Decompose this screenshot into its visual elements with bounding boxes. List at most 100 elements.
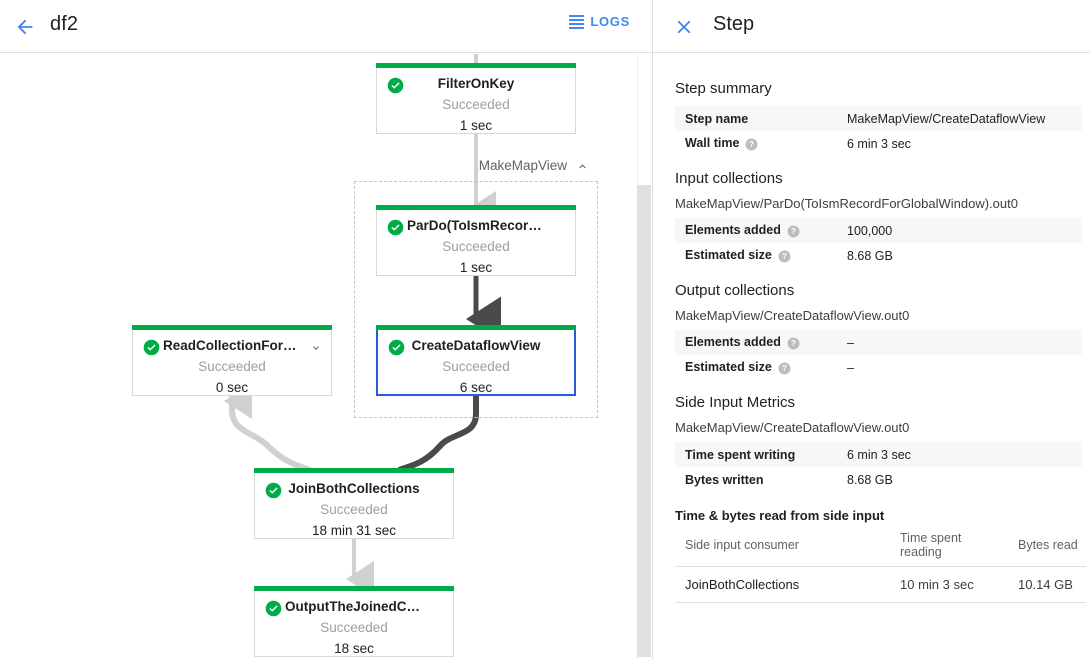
cell-time-spent-reading: 10 min 3 sec (890, 566, 1008, 603)
column-header-time-spent-reading: Time spent reading (890, 527, 1008, 567)
table-row: Elements added? 100,000 (675, 218, 1082, 243)
row-value: – (847, 360, 854, 375)
row-key: Elements added? (675, 218, 845, 243)
svg-text:?: ? (791, 227, 796, 236)
chevron-down-icon[interactable] (310, 341, 322, 353)
check-circle-icon (387, 219, 404, 236)
table-row: Step name MakeMapView/CreateDataflowView (675, 106, 1082, 131)
table-row: Time spent writing 6 min 3 sec (675, 442, 1082, 467)
job-header: df2 LOGS (0, 0, 652, 53)
help-icon[interactable]: ? (745, 138, 758, 151)
row-key: Time spent writing (675, 442, 845, 467)
input-collection-name: MakeMapView/ParDo(ToIsmRecordForGlobalWi… (675, 196, 1018, 211)
chevron-up-icon[interactable] (576, 160, 589, 173)
section-heading-side-input-metrics: Side Input Metrics (675, 394, 796, 411)
check-circle-icon (265, 482, 282, 499)
section-heading-output-collections: Output collections (675, 282, 795, 299)
graph-node-read-collection-for-join[interactable]: ReadCollectionForJoin Succeeded 0 sec (132, 325, 332, 396)
page-title: df2 (50, 13, 79, 35)
help-icon[interactable]: ? (787, 337, 800, 350)
node-name: JoinBothCollections (288, 481, 420, 496)
graph-node-filter-on-key[interactable]: FilterOnKey Succeeded 1 sec (376, 63, 576, 134)
step-panel-title: Step (713, 13, 755, 35)
job-graph-pane: df2 LOGS (0, 0, 653, 660)
table-row[interactable]: JoinBothCollections 10 min 3 sec 10.14 G… (675, 566, 1086, 603)
input-collections-table: Elements added? 100,000 Estimated size? … (675, 218, 1082, 268)
svg-text:?: ? (782, 252, 787, 261)
check-circle-icon (387, 77, 404, 94)
row-value: MakeMapView/CreateDataflowView (845, 106, 1082, 131)
side-input-collection-name: MakeMapView/CreateDataflowView.out0 (675, 420, 910, 435)
side-input-read-table: Side input consumer Time spent reading B… (675, 527, 1086, 603)
column-header-side-input-consumer: Side input consumer (675, 527, 890, 567)
graph-node-pardo-toismrecordfor[interactable]: ParDo(ToIsmRecordFor… Succeeded 1 sec (376, 205, 576, 276)
cell-side-input-consumer: JoinBothCollections (675, 566, 890, 603)
node-time: 1 sec (459, 118, 493, 133)
row-key-label: Elements added (685, 335, 781, 350)
node-status: Succeeded (320, 502, 388, 517)
graph-node-join-both-collections[interactable]: JoinBothCollections Succeeded 18 min 31 … (254, 468, 454, 539)
check-circle-icon (143, 339, 160, 356)
group-label: MakeMapView (478, 158, 567, 173)
cell-bytes-read: 10.14 GB (1008, 566, 1086, 603)
graph-group-makemapview[interactable]: MakeMapView (354, 158, 598, 418)
row-value: – (845, 330, 1082, 355)
arrow-left-icon[interactable] (10, 12, 40, 42)
help-icon[interactable]: ? (778, 362, 791, 375)
table-header-row: Side input consumer Time spent reading B… (675, 527, 1086, 567)
row-value: 6 min 3 sec (847, 136, 911, 151)
node-status: Succeeded (198, 359, 266, 374)
node-name: ReadCollectionForJoin (163, 338, 311, 353)
node-status: Succeeded (442, 97, 510, 112)
output-collections-table: Elements added? – Estimated size? – (675, 330, 1082, 380)
node-time: 18 sec (334, 641, 374, 656)
logs-button-label: LOGS (590, 14, 630, 29)
section-heading-step-summary: Step summary (675, 80, 772, 97)
section-heading-input-collections: Input collections (675, 170, 783, 187)
side-input-metrics-table: Time spent writing 6 min 3 sec Bytes wri… (675, 442, 1082, 492)
row-key-label: Estimated size (685, 248, 772, 263)
row-key: Elements added? (675, 330, 845, 355)
node-status-bar (376, 63, 576, 68)
step-summary-table: Step name MakeMapView/CreateDataflowView… (675, 106, 1082, 156)
side-input-read-heading: Time & bytes read from side input (675, 508, 885, 523)
close-icon[interactable] (670, 13, 698, 41)
row-value: 6 min 3 sec (845, 442, 1082, 467)
node-name: ParDo(ToIsmRecordFor… (407, 218, 572, 233)
help-icon[interactable]: ? (778, 250, 791, 263)
table-row: Estimated size? – (675, 355, 1082, 380)
node-time: 6 sec (459, 380, 493, 395)
node-time: 1 sec (459, 260, 493, 275)
row-value: 8.68 GB (847, 472, 893, 487)
output-collection-name: MakeMapView/CreateDataflowView.out0 (675, 308, 910, 323)
step-details-pane: Step Step summary Step name MakeMapView/… (653, 0, 1090, 660)
check-circle-icon (265, 600, 282, 617)
step-panel-header: Step (653, 0, 1090, 53)
node-name: CreateDataflowView (411, 338, 541, 353)
node-status-bar (376, 325, 576, 330)
job-graph-canvas[interactable]: MakeMapView FilterOnKey Succeeded 1 sec (0, 54, 652, 660)
row-value: 8.68 GB (847, 248, 893, 263)
table-row: Estimated size? 8.68 GB (675, 243, 1082, 268)
graph-node-create-dataflow-view[interactable]: CreateDataflowView Succeeded 6 sec (376, 325, 576, 396)
help-icon[interactable]: ? (787, 225, 800, 238)
row-key: Estimated size? (675, 355, 845, 380)
row-value: 100,000 (845, 218, 1082, 243)
column-header-bytes-read: Bytes read (1008, 527, 1086, 567)
node-name: FilterOnKey (437, 76, 515, 91)
svg-text:?: ? (749, 140, 754, 149)
row-key-label: Elements added (685, 223, 781, 238)
graph-scrollbar-thumb[interactable] (637, 185, 651, 657)
logs-button[interactable]: LOGS (569, 14, 630, 29)
row-key: Estimated size? (675, 243, 845, 268)
node-status: Succeeded (320, 620, 388, 635)
row-key-label: Wall time (685, 136, 740, 151)
table-row: Bytes written 8.68 GB (675, 467, 1082, 492)
node-status-bar (254, 586, 454, 591)
row-key-label: Estimated size (685, 360, 772, 375)
row-key: Bytes written (685, 472, 764, 487)
node-status: Succeeded (442, 359, 510, 374)
row-key: Wall time? (675, 131, 845, 156)
graph-node-output-the-joined-collection[interactable]: OutputTheJoinedCollec… Succeeded 18 sec (254, 586, 454, 657)
